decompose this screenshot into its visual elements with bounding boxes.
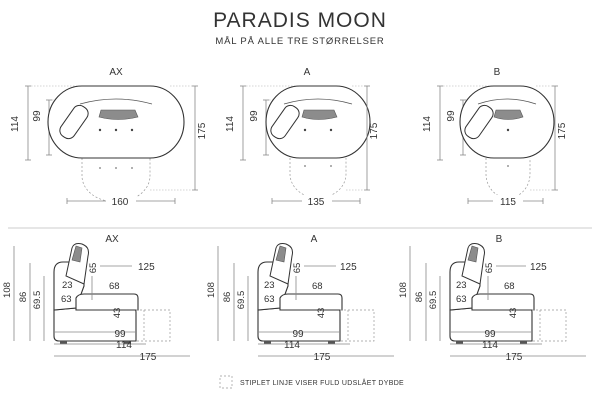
dim-label-arm-height: 69.5 <box>428 291 439 310</box>
top-view-label: B <box>494 67 501 78</box>
dim-label-height-inner: 99 <box>32 110 43 122</box>
label-bg <box>106 195 136 207</box>
dim-label-height-inner: 99 <box>249 110 260 122</box>
label-bg <box>493 195 523 207</box>
sofa-back-line <box>79 98 153 105</box>
top-view-b: B 114 99 175 115 <box>422 67 568 208</box>
dim-label-depth: 175 <box>369 122 380 139</box>
dashed-extension <box>485 158 531 199</box>
dim-label-width: 160 <box>112 197 129 208</box>
sofa-side-outline <box>449 242 567 345</box>
button-dot <box>98 128 102 132</box>
dim-label-depth-3: 175 <box>506 352 523 363</box>
dot <box>131 167 133 169</box>
sofa-top-outline <box>459 85 555 159</box>
pillow-shape <box>270 104 300 140</box>
legend-text: STIPLET LINJE VISER FULD UDSLÅET DYBDE <box>240 378 404 387</box>
page-subtitle: MÅL PÅ ALLE TRE STØRRELSER <box>215 36 385 47</box>
sofa-top-outline <box>265 85 371 159</box>
side-view-b: B 108 86 69.5 23 63 68 65 125 43 99 114 … <box>398 234 586 363</box>
page-title: PARADIS MOON <box>213 9 387 32</box>
button-dot <box>114 128 118 132</box>
dim-label-total-height: 108 <box>206 282 217 298</box>
dim-label-back-height: 86 <box>18 292 29 303</box>
dim-label-arm-height: 69.5 <box>32 291 43 310</box>
dim-label-seat-depth-mark: 23 <box>456 280 467 291</box>
dim-label-seat-depth-mark: 23 <box>264 280 275 291</box>
dim-label-left-mark: 63 <box>61 294 72 305</box>
dim-label-top-width: 125 <box>340 262 357 273</box>
dim-label-depth: 175 <box>197 122 208 139</box>
dim-label-seat-depth-mark: 23 <box>62 280 73 291</box>
sofa-side-outline <box>257 242 375 345</box>
dim-label-head: 65 <box>292 263 303 274</box>
dashed-extension <box>289 158 347 199</box>
dim-label-head: 65 <box>88 263 99 274</box>
dim-label-back-height: 86 <box>222 292 233 303</box>
dim-label-seat-height: 43 <box>316 308 327 319</box>
side-view-label: B <box>496 234 503 245</box>
dim-label-height-outer: 114 <box>225 116 236 132</box>
dim-label-seat-height: 43 <box>508 308 519 319</box>
top-view-ax: AX 114 99 175 160 <box>10 67 208 208</box>
dim-label-height-inner: 99 <box>446 110 457 122</box>
top-view-a: A 114 99 175 135 <box>225 67 380 208</box>
dim-label-width: 115 <box>500 197 516 208</box>
dim-label-depth-1: 99 <box>114 329 126 340</box>
dim-label-arm-height: 69.5 <box>236 291 247 310</box>
label-bg <box>302 195 332 207</box>
dot <box>330 165 332 167</box>
dim-label-depth-2: 114 <box>116 340 132 351</box>
side-view-a: A 108 86 69.5 23 63 68 65 125 43 99 114 … <box>206 234 394 363</box>
dim-label-left-mark: 63 <box>264 294 275 305</box>
dim-label-depth-3: 175 <box>314 352 331 363</box>
headrest-shape <box>98 109 139 120</box>
dim-label-back-height: 86 <box>414 292 425 303</box>
dim-label-depth-1: 99 <box>292 329 304 340</box>
dim-label-width: 135 <box>308 197 325 208</box>
dim-label-depth: 175 <box>557 122 568 139</box>
dim-label-top-width: 125 <box>530 262 547 273</box>
dim-label-total-height: 108 <box>2 282 13 298</box>
dot <box>507 165 509 167</box>
legend: STIPLET LINJE VISER FULD UDSLÅET DYBDE <box>219 375 404 389</box>
dim-label-depth-2: 114 <box>284 340 300 351</box>
dim-label-cushion: 68 <box>109 281 120 292</box>
top-view-label: A <box>304 67 311 78</box>
dim-label-top-width: 125 <box>138 262 155 273</box>
dim-label-height-outer: 114 <box>10 116 21 132</box>
button-dot <box>329 128 333 132</box>
button-dot <box>506 128 510 132</box>
dim-label-depth-1: 99 <box>484 329 496 340</box>
side-view-ax: AX 108 86 69.5 23 63 68 65 125 43 99 114… <box>2 234 190 363</box>
side-view-label: AX <box>105 234 119 245</box>
sofa-top-outline <box>47 85 185 159</box>
dim-label-total-height: 108 <box>398 282 409 298</box>
dot <box>304 165 306 167</box>
dim-label-depth-3: 175 <box>140 352 157 363</box>
pillow-shape <box>59 104 89 140</box>
headrest-shape <box>301 109 338 120</box>
dim-label-depth-2: 114 <box>482 340 498 351</box>
side-view-label: A <box>311 234 318 245</box>
dim-label-cushion: 68 <box>312 281 323 292</box>
dim-label-head: 65 <box>484 263 495 274</box>
dot <box>115 167 117 169</box>
pillow-shape <box>464 104 494 140</box>
top-view-label: AX <box>109 67 123 78</box>
sofa-back-line <box>283 98 353 105</box>
dim-label-height-outer: 114 <box>422 116 433 132</box>
dot <box>99 167 101 169</box>
button-dot <box>130 128 134 132</box>
dim-label-cushion: 68 <box>504 281 515 292</box>
headrest-shape <box>493 109 524 120</box>
dim-label-seat-height: 43 <box>112 308 123 319</box>
sofa-back-line <box>477 98 537 105</box>
dim-label-left-mark: 63 <box>456 294 467 305</box>
legend-dashed-box <box>219 375 233 389</box>
button-dot <box>303 128 307 132</box>
